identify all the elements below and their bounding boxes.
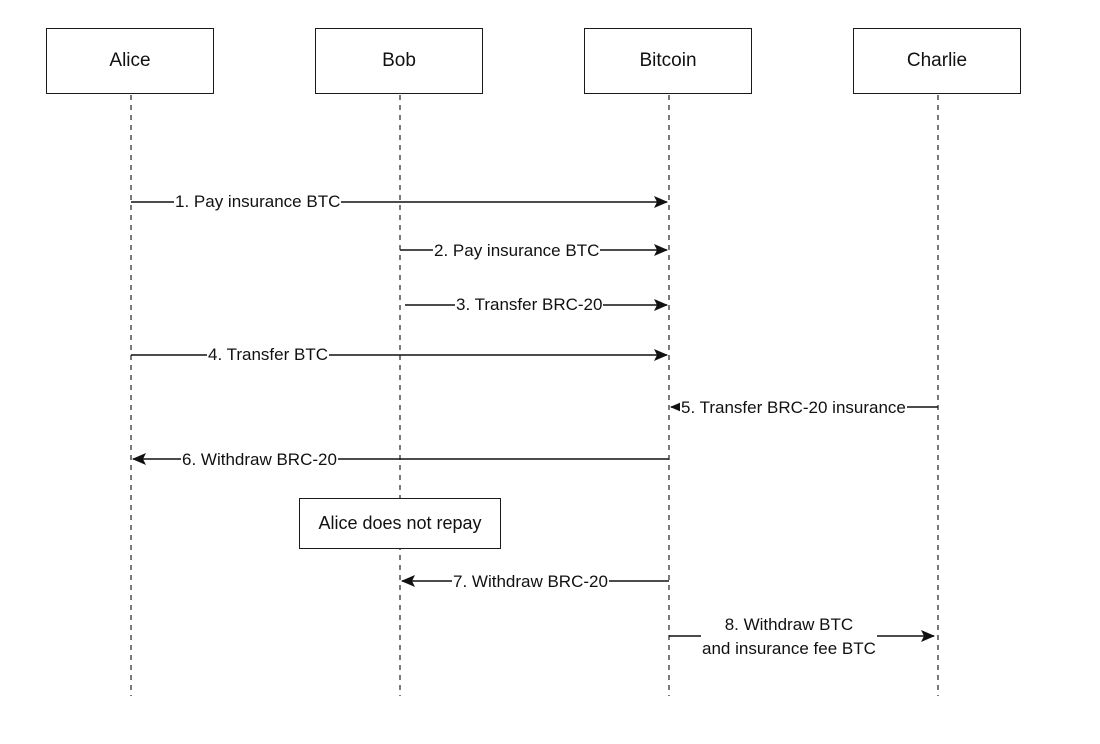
note-text: Alice does not repay — [318, 513, 482, 533]
message-label-3: 3. Transfer BRC-20 — [455, 294, 604, 316]
message-label-2: 2. Pay insurance BTC — [433, 240, 601, 262]
actor-bob: Bob — [315, 28, 483, 94]
actor-charlie-label: Charlie — [906, 50, 968, 71]
actor-charlie: Charlie — [853, 28, 1021, 94]
note-alice-does-not-repay: Alice does not repay — [299, 498, 501, 549]
message-label-4: 4. Transfer BTC — [207, 344, 329, 366]
message-label-5: 5. Transfer BRC-20 insurance — [680, 397, 907, 419]
actor-bitcoin-label: Bitcoin — [639, 50, 697, 71]
actor-bitcoin: Bitcoin — [584, 28, 752, 94]
actor-bob-label: Bob — [382, 50, 416, 71]
message-label-1: 1. Pay insurance BTC — [174, 191, 342, 213]
message-label-7: 7. Withdraw BRC-20 — [452, 571, 609, 593]
message-label-6: 6. Withdraw BRC-20 — [181, 449, 338, 471]
actor-alice: Alice — [46, 28, 214, 94]
message-label-8: 8. Withdraw BTC and insurance fee BTC — [701, 613, 877, 661]
actor-alice-label: Alice — [109, 50, 151, 71]
